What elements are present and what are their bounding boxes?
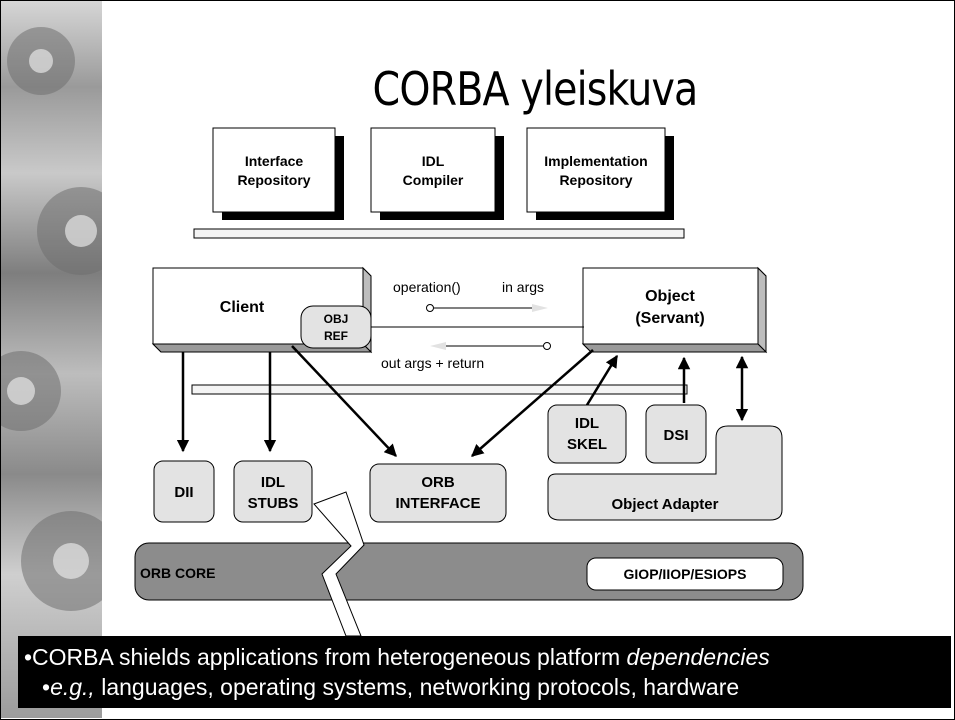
protocols-box: GIOP/IIOP/ESIOPS	[586, 557, 784, 591]
interface-repository-box: Interface Repository	[212, 127, 344, 220]
dsi-box: DSI	[645, 404, 707, 464]
in-args-label: in args	[502, 279, 544, 295]
gear-decoration	[1, 1, 102, 718]
interface-repository-line1: Interface	[245, 153, 304, 169]
implementation-repository-line2: Repository	[559, 172, 632, 188]
obj-ref-line1: OBJ	[324, 312, 349, 326]
out-args-label: out args + return	[381, 355, 484, 371]
operation-label: operation()	[393, 279, 461, 295]
object-adapter-box: Object Adapter	[547, 425, 783, 521]
object-to-orb-interface-arrow	[471, 349, 594, 457]
orb-interface-line2: INTERFACE	[395, 495, 480, 512]
object-box: Object (Servant)	[581, 266, 768, 354]
bullet-box: •CORBA shields applications from heterog…	[18, 636, 951, 708]
orb-core-label: ORB CORE	[140, 565, 215, 581]
slide-title: CORBA yleiskuva	[372, 62, 699, 116]
dii-box: DII	[153, 460, 215, 523]
idl-skel-line1: IDL	[575, 415, 599, 432]
dsi-label: DSI	[663, 427, 688, 444]
idl-skel-box: IDL SKEL	[547, 404, 627, 464]
object-label-line1: Object	[645, 288, 695, 305]
idl-compiler-line1: IDL	[422, 153, 445, 169]
return-response-arrow	[430, 342, 551, 350]
object-adapter-label: Object Adapter	[612, 496, 719, 513]
interface-repository-line2: Repository	[237, 172, 310, 188]
idl-skel-line2: SKEL	[567, 436, 607, 453]
middle-bus-bar	[191, 384, 688, 395]
protocols-label: GIOP/IIOP/ESIOPS	[624, 566, 747, 582]
idl-compiler-box: IDL Compiler	[370, 127, 504, 220]
idl-stubs-line2: STUBS	[248, 495, 299, 512]
idl-compiler-line2: Compiler	[403, 172, 464, 188]
bullet-line-2: •e.g., languages, operating systems, net…	[42, 674, 740, 700]
object-label-line2: (Servant)	[635, 310, 704, 327]
dii-label: DII	[174, 484, 193, 501]
skel-to-object-arrow	[585, 354, 619, 406]
obj-ref-box: OBJ REF	[300, 305, 372, 349]
implementation-repository-line1: Implementation	[544, 153, 647, 169]
bullet-line-1: •CORBA shields applications from heterog…	[24, 644, 770, 670]
operation-request-arrow	[426, 304, 548, 312]
obj-ref-line2: REF	[324, 329, 348, 343]
top-bus-bar	[193, 228, 685, 239]
orb-interface-line1: ORB	[421, 474, 455, 491]
idl-stubs-box: IDL STUBS	[233, 460, 313, 523]
implementation-repository-box: Implementation Repository	[526, 127, 674, 220]
orb-interface-box: ORB INTERFACE	[369, 463, 507, 523]
client-label: Client	[220, 299, 265, 316]
idl-stubs-line1: IDL	[261, 474, 285, 491]
client-to-orb-interface-arrow	[291, 345, 397, 457]
